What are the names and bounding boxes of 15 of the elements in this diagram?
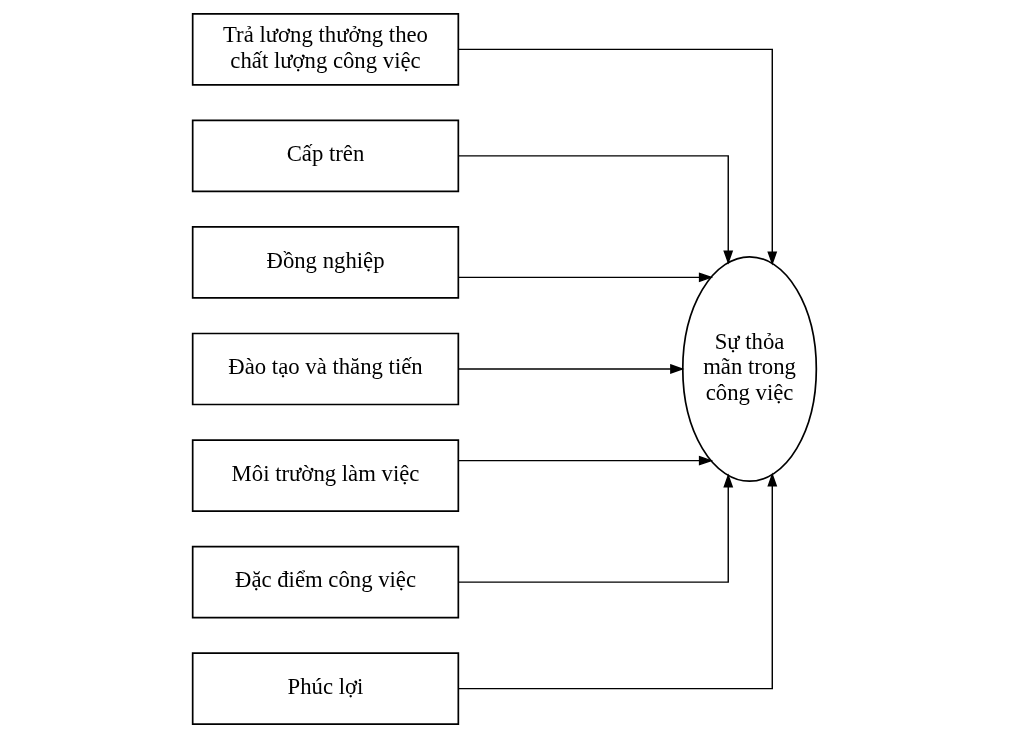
node-box: Phúc lợi	[191, 652, 460, 725]
arrow	[457, 272, 714, 283]
node-box: Trả lương thưởng theo chất lượng công việc	[191, 13, 460, 86]
node-box: Đặc điểm công việc	[191, 545, 460, 619]
arrow	[457, 364, 685, 374]
node-box: Đồng nghiệp	[191, 226, 460, 299]
arrow	[457, 455, 714, 466]
arrow	[457, 473, 734, 583]
node-box: Môi trường làm việc	[191, 439, 460, 512]
node-box: Đào tạo và thăng tiến	[191, 332, 460, 406]
node-ellipse: Sự thỏa mãn trong công việc	[681, 255, 818, 483]
arrow	[457, 155, 734, 265]
node-box: Cấp trên	[191, 119, 460, 193]
arrow	[457, 48, 778, 266]
arrow	[457, 472, 778, 690]
